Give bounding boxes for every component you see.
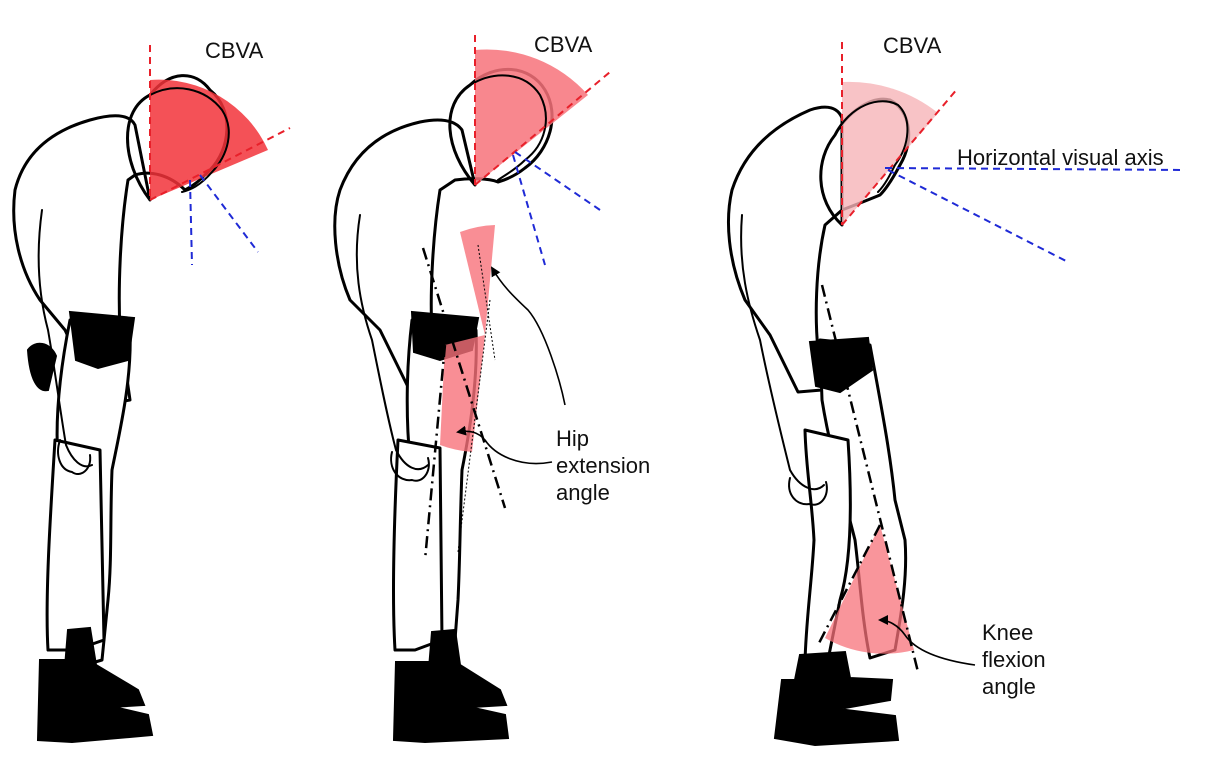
figure-1-lower-leg	[45, 438, 106, 652]
figure-2-hip-arrow-top	[490, 266, 566, 406]
figure-2-hip-label: Hip extension angle	[556, 426, 656, 505]
figure-1-hand	[57, 439, 92, 475]
figure-3-knee-angle	[825, 525, 914, 654]
figure-3-cbva-angle	[842, 81, 938, 225]
figure-1-visual-axis-a	[189, 179, 193, 266]
figure-2-hip-angle-lower	[440, 335, 485, 452]
figure-2-face-line	[474, 71, 611, 186]
figure-2-hip-extension: CBVA Hip extension angle	[333, 32, 656, 744]
figure-3-head-outline	[834, 100, 909, 193]
figure-1-head-outline	[149, 87, 230, 193]
figure-2-trunk-hairline	[477, 244, 496, 361]
figure-3-cbva-label: CBVA	[883, 33, 942, 58]
figure-2-cbva-label: CBVA	[534, 32, 593, 57]
figure-2-lower-leg	[392, 438, 444, 652]
figure-1-cbva-angle	[150, 79, 268, 200]
figure-3-horizontal-label: Horizontal visual axis	[957, 145, 1164, 170]
figure-2-hip-angle-upper	[460, 225, 495, 335]
figure-2-head-outline	[469, 74, 547, 181]
figure-2-hip-label-line-3: angle	[556, 480, 610, 505]
figure-3-thigh-axis	[820, 284, 920, 673]
figure-3-knee-label: Knee flexion angle	[982, 620, 1052, 699]
figure-3-face-line	[841, 87, 959, 226]
figure-1-face-line	[149, 127, 291, 201]
figure-1-cbva-label: CBVA	[205, 38, 264, 63]
figure-1-visual-axis-b	[199, 174, 259, 253]
figure-3-horizontal-visual-axis	[884, 167, 1186, 171]
figure-2-hand	[390, 451, 430, 482]
figure-2-hip-label-line-1: Hip	[556, 426, 589, 451]
figure-2-hip-arrow-bottom	[456, 425, 553, 465]
figure-3-arm	[740, 214, 825, 490]
figure-1-front-foot	[36, 659, 154, 744]
figure-2-trunk-axis	[421, 247, 507, 509]
figure-2-hip-label-line-2: extension	[556, 453, 650, 478]
figure-2-visual-axis-a	[514, 151, 601, 211]
figure-3-knee-label-line-1: Knee	[982, 620, 1033, 645]
figure-3-hand	[788, 477, 828, 506]
figure-3-lower-leg	[803, 428, 852, 664]
figure-2-arm	[355, 214, 429, 470]
figure-3-visual-axis-b	[887, 169, 1069, 263]
figure-3-knee-flexion: CBVA Horizontal visual axis Knee flexion…	[727, 33, 1186, 747]
figure-1-shorts-back	[26, 342, 58, 392]
figure-3-front-foot	[773, 679, 900, 747]
figure-3-knee-label-line-3: angle	[982, 674, 1036, 699]
figure-1-mild-flexion: CBVA	[12, 38, 291, 744]
figure-3-knee-label-line-2: flexion	[982, 647, 1046, 672]
figure-2-cbva-angle	[475, 49, 588, 185]
figure-2-thigh-axis	[423, 344, 447, 561]
figure-1-shorts	[68, 310, 136, 370]
figure-3-knee-arrow	[878, 615, 976, 666]
figure-2-front-foot	[392, 661, 510, 744]
figure-2-visual-axis-b	[512, 154, 546, 266]
